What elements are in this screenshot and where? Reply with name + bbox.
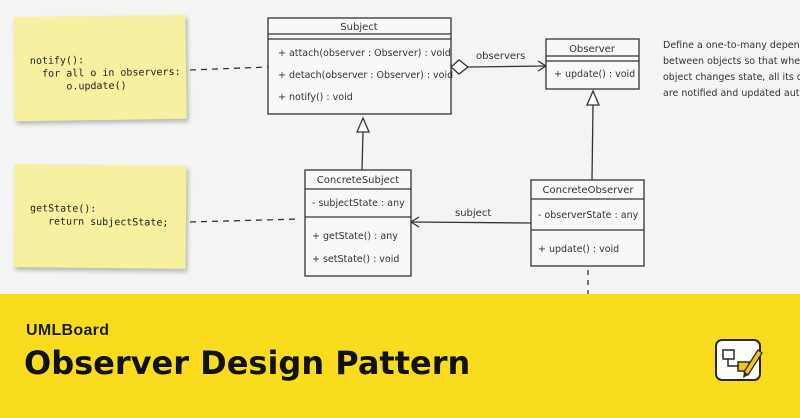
concrete-observer-attr-state: - observerState : any (538, 210, 639, 221)
observer-method-update: + update() : void (554, 69, 635, 80)
observer-generalization-line (591, 104, 594, 181)
subject-association-line (410, 221, 532, 224)
subject-method-detach: + detach(observer : Observer) : void (278, 70, 453, 81)
description-line-1: Define a one-to-many depend (663, 40, 800, 51)
observer-class-name: Observer (569, 44, 616, 55)
subject-method-notify: + notify() : void (278, 92, 353, 103)
umlboard-logo-icon (715, 339, 763, 381)
observer-class-box[interactable] (545, 38, 640, 90)
concrete-observer-class-name: ConcreteObserver (543, 185, 635, 196)
subject-method-attach: + attach(observer : Observer) : void (278, 48, 451, 59)
subject-association-label: subject (455, 208, 491, 219)
description-line-4: are notified and updated auto (663, 88, 800, 99)
sticky-note-notify[interactable]: notify(): for all o in observers: o.upda… (13, 14, 187, 122)
concrete-observer-method-update: + update() : void (538, 244, 619, 255)
concrete-subject-class-name: ConcreteSubject (317, 175, 400, 186)
observers-association-label: observers (476, 51, 525, 62)
description-line-2: between objects so that when (663, 56, 800, 67)
sticky-note-getstate[interactable]: getState(): return subjectState; (13, 164, 187, 269)
observers-association-line (467, 65, 547, 68)
concrete-subject-method-setstate: + setState() : void (312, 254, 399, 265)
aggregation-diamond (450, 59, 470, 75)
subject-generalization-line (361, 131, 364, 171)
subject-generalization-arrow (356, 116, 370, 133)
concrete-subject-attr-state: - subjectState : any (312, 198, 405, 209)
concrete-subject-method-getstate: + getState() : any (312, 231, 398, 242)
title-banner: UMLBoard Observer Design Pattern (0, 294, 800, 418)
description-line-3: object changes state, all its de (663, 72, 800, 83)
brand-name: UMLBoard (26, 322, 110, 339)
concrete-subject-class-box[interactable] (304, 169, 412, 277)
page-title: Observer Design Pattern (24, 344, 471, 382)
note-connector-notify (189, 66, 269, 71)
subject-class-name: Subject (340, 22, 377, 33)
note-connector-getstate (189, 218, 301, 223)
observer-generalization-arrow (586, 89, 600, 106)
concrete-observer-class-box[interactable] (530, 179, 645, 267)
